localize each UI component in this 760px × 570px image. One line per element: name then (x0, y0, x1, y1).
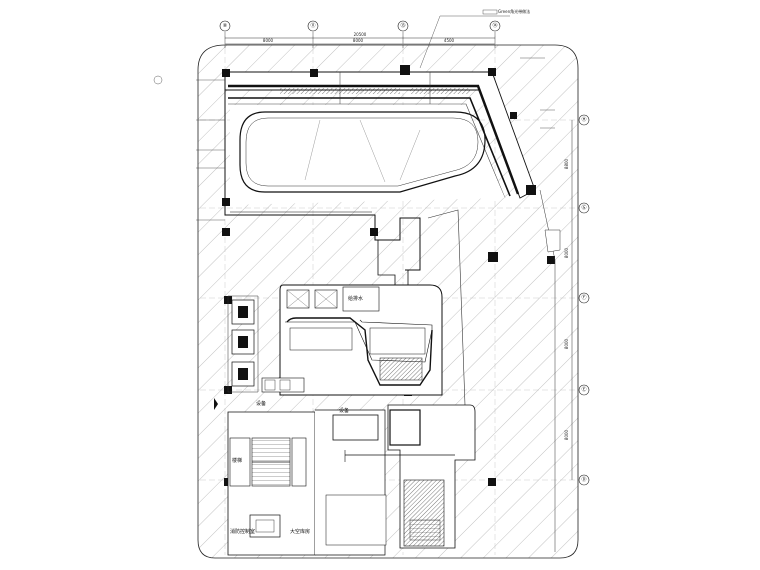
annotations (153, 9, 555, 221)
axis-top-2: ⑪ (310, 22, 315, 29)
tag-top: Green角光带做法 (498, 8, 530, 14)
axis-right-4: Ⓔ (581, 386, 586, 393)
dim-segment-3: 4500 (444, 38, 455, 43)
central-core (279, 284, 443, 396)
dim-right-4: 8000 (564, 429, 569, 440)
dim-right-1: 8800 (564, 158, 569, 169)
axis-top-1: ⑧ (223, 23, 228, 29)
room-mid: 设备 (339, 407, 349, 414)
axis-top-3: ⑬ (400, 22, 405, 29)
lower-rooms (227, 409, 387, 556)
room-bottom: 大空库房 (290, 528, 310, 535)
upper-floor-area (230, 105, 505, 205)
lower-left-block (214, 377, 305, 410)
left-shafts (227, 295, 259, 393)
room-left-b: 消防控制室 (230, 528, 255, 535)
right-boundary (539, 189, 556, 552)
room-left-a: 设备 (256, 400, 266, 407)
dim-overall: 20500 (354, 32, 367, 37)
upper-zone-frame (224, 72, 421, 271)
axis-top-4: ⑭ (492, 22, 497, 29)
dim-segment-1: 8000 (263, 38, 274, 43)
dim-right-2: 8000 (564, 247, 569, 258)
dim-segment-2: 8000 (353, 38, 364, 43)
lower-right-block (344, 404, 476, 549)
track-ring (239, 111, 486, 193)
axis-right-5: Ⓓ (581, 476, 586, 483)
axis-right-2: Ⓖ (581, 204, 586, 211)
room-stair: 楼梯 (232, 457, 242, 464)
room-box: 给排水 (348, 295, 363, 302)
dim-right-3: 8000 (564, 338, 569, 349)
axis-right-3: Ⓕ (581, 294, 586, 301)
axis-right-1: Ⓗ (581, 116, 586, 123)
